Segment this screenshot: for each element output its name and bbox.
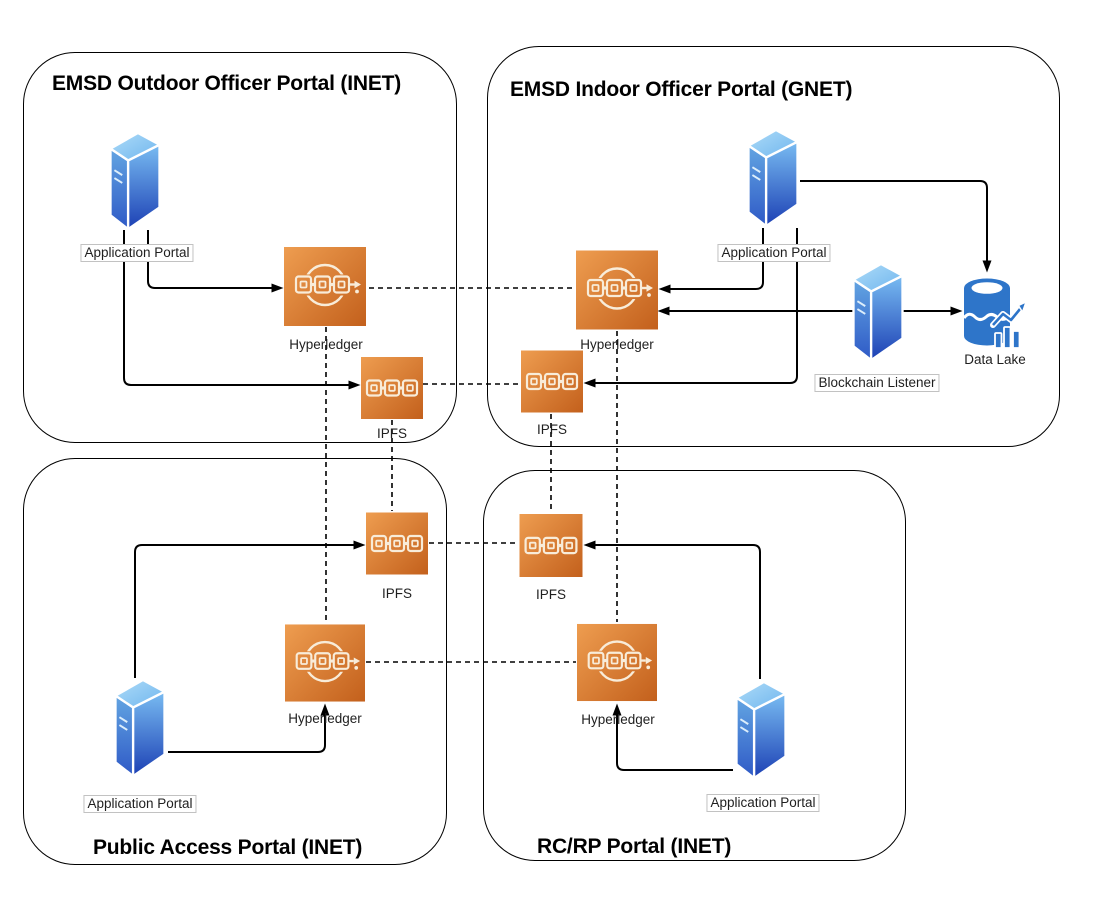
node-label: Application Portal	[706, 794, 820, 812]
quadrant-title-public-access: Public Access Portal (INET)	[93, 836, 363, 859]
node-label: Hyperledger	[581, 712, 655, 727]
node-label: Data Lake	[964, 352, 1026, 367]
quadrant-rcrp-portal	[483, 470, 906, 861]
quadrant-title-indoor: EMSD Indoor Officer Portal (GNET)	[510, 78, 853, 101]
node-label: Hyperledger	[289, 337, 363, 352]
hyperledger-icon	[284, 247, 366, 326]
node-label: Application Portal	[83, 795, 197, 813]
quadrant-title-rcrp: RC/RP Portal (INET)	[537, 835, 732, 858]
server-icon	[743, 127, 803, 229]
arrow-br-app-to-ipfs	[583, 540, 761, 679]
ipfs-icon	[521, 350, 583, 413]
node-label: Application Portal	[80, 244, 194, 262]
hyperledger-icon	[576, 250, 658, 330]
tl-ipfs-node	[361, 357, 423, 419]
tl-hyperledger-node	[284, 247, 366, 326]
server-icon	[105, 130, 165, 232]
bl-application-portal-node	[110, 677, 170, 779]
hyperledger-icon	[285, 623, 365, 703]
node-label: Hyperledger	[580, 337, 654, 352]
node-label: IPFS	[381, 586, 413, 601]
bl-hyperledger-node	[285, 623, 365, 703]
tr-application-portal-node	[743, 127, 803, 229]
ipfs-icon	[519, 514, 583, 577]
arrow-tl-app-to-hyperledger	[147, 230, 284, 293]
node-label: Hyperledger	[288, 711, 362, 726]
tr-ipfs-node	[521, 350, 583, 413]
node-label: Blockchain Listener	[814, 374, 940, 392]
ipfs-icon	[366, 512, 428, 575]
node-label: Application Portal	[717, 244, 831, 262]
br-application-portal-node	[731, 679, 791, 781]
tl-application-portal-node	[105, 130, 165, 232]
tr-blockchain-listener-node	[848, 261, 908, 363]
ipfs-icon	[361, 357, 423, 419]
arrow-tl-app-to-ipfs	[123, 230, 361, 390]
server-icon	[110, 677, 170, 779]
arrow-bl-app-to-hyperledger	[168, 703, 330, 753]
server-icon	[731, 679, 791, 781]
arrow-tr-app-to-hyperledger	[658, 228, 764, 294]
data-lake-icon	[962, 276, 1028, 352]
br-hyperledger-node	[577, 623, 657, 702]
hyperledger-icon	[577, 623, 657, 702]
bl-ipfs-node	[366, 512, 428, 575]
node-label: IPFS	[536, 422, 568, 437]
arrow-bl-app-to-ipfs	[134, 540, 366, 678]
quadrant-public-access-portal	[23, 458, 447, 865]
arrow-tr-app-to-datalake	[800, 180, 992, 273]
quadrant-indoor-officer-portal	[487, 46, 1060, 447]
tr-hyperledger-node	[576, 250, 658, 330]
server-icon	[848, 261, 908, 363]
node-label: IPFS	[535, 587, 567, 602]
arrow-tr-app-to-ipfs	[583, 228, 798, 388]
quadrant-title-outdoor: EMSD Outdoor Officer Portal (INET)	[52, 72, 402, 95]
br-ipfs-node	[519, 514, 583, 577]
tr-data-lake-node	[962, 276, 1028, 352]
arrow-br-app-to-hyperledger	[612, 703, 733, 771]
quadrant-outdoor-officer-portal	[23, 52, 457, 443]
node-label: IPFS	[376, 426, 408, 441]
